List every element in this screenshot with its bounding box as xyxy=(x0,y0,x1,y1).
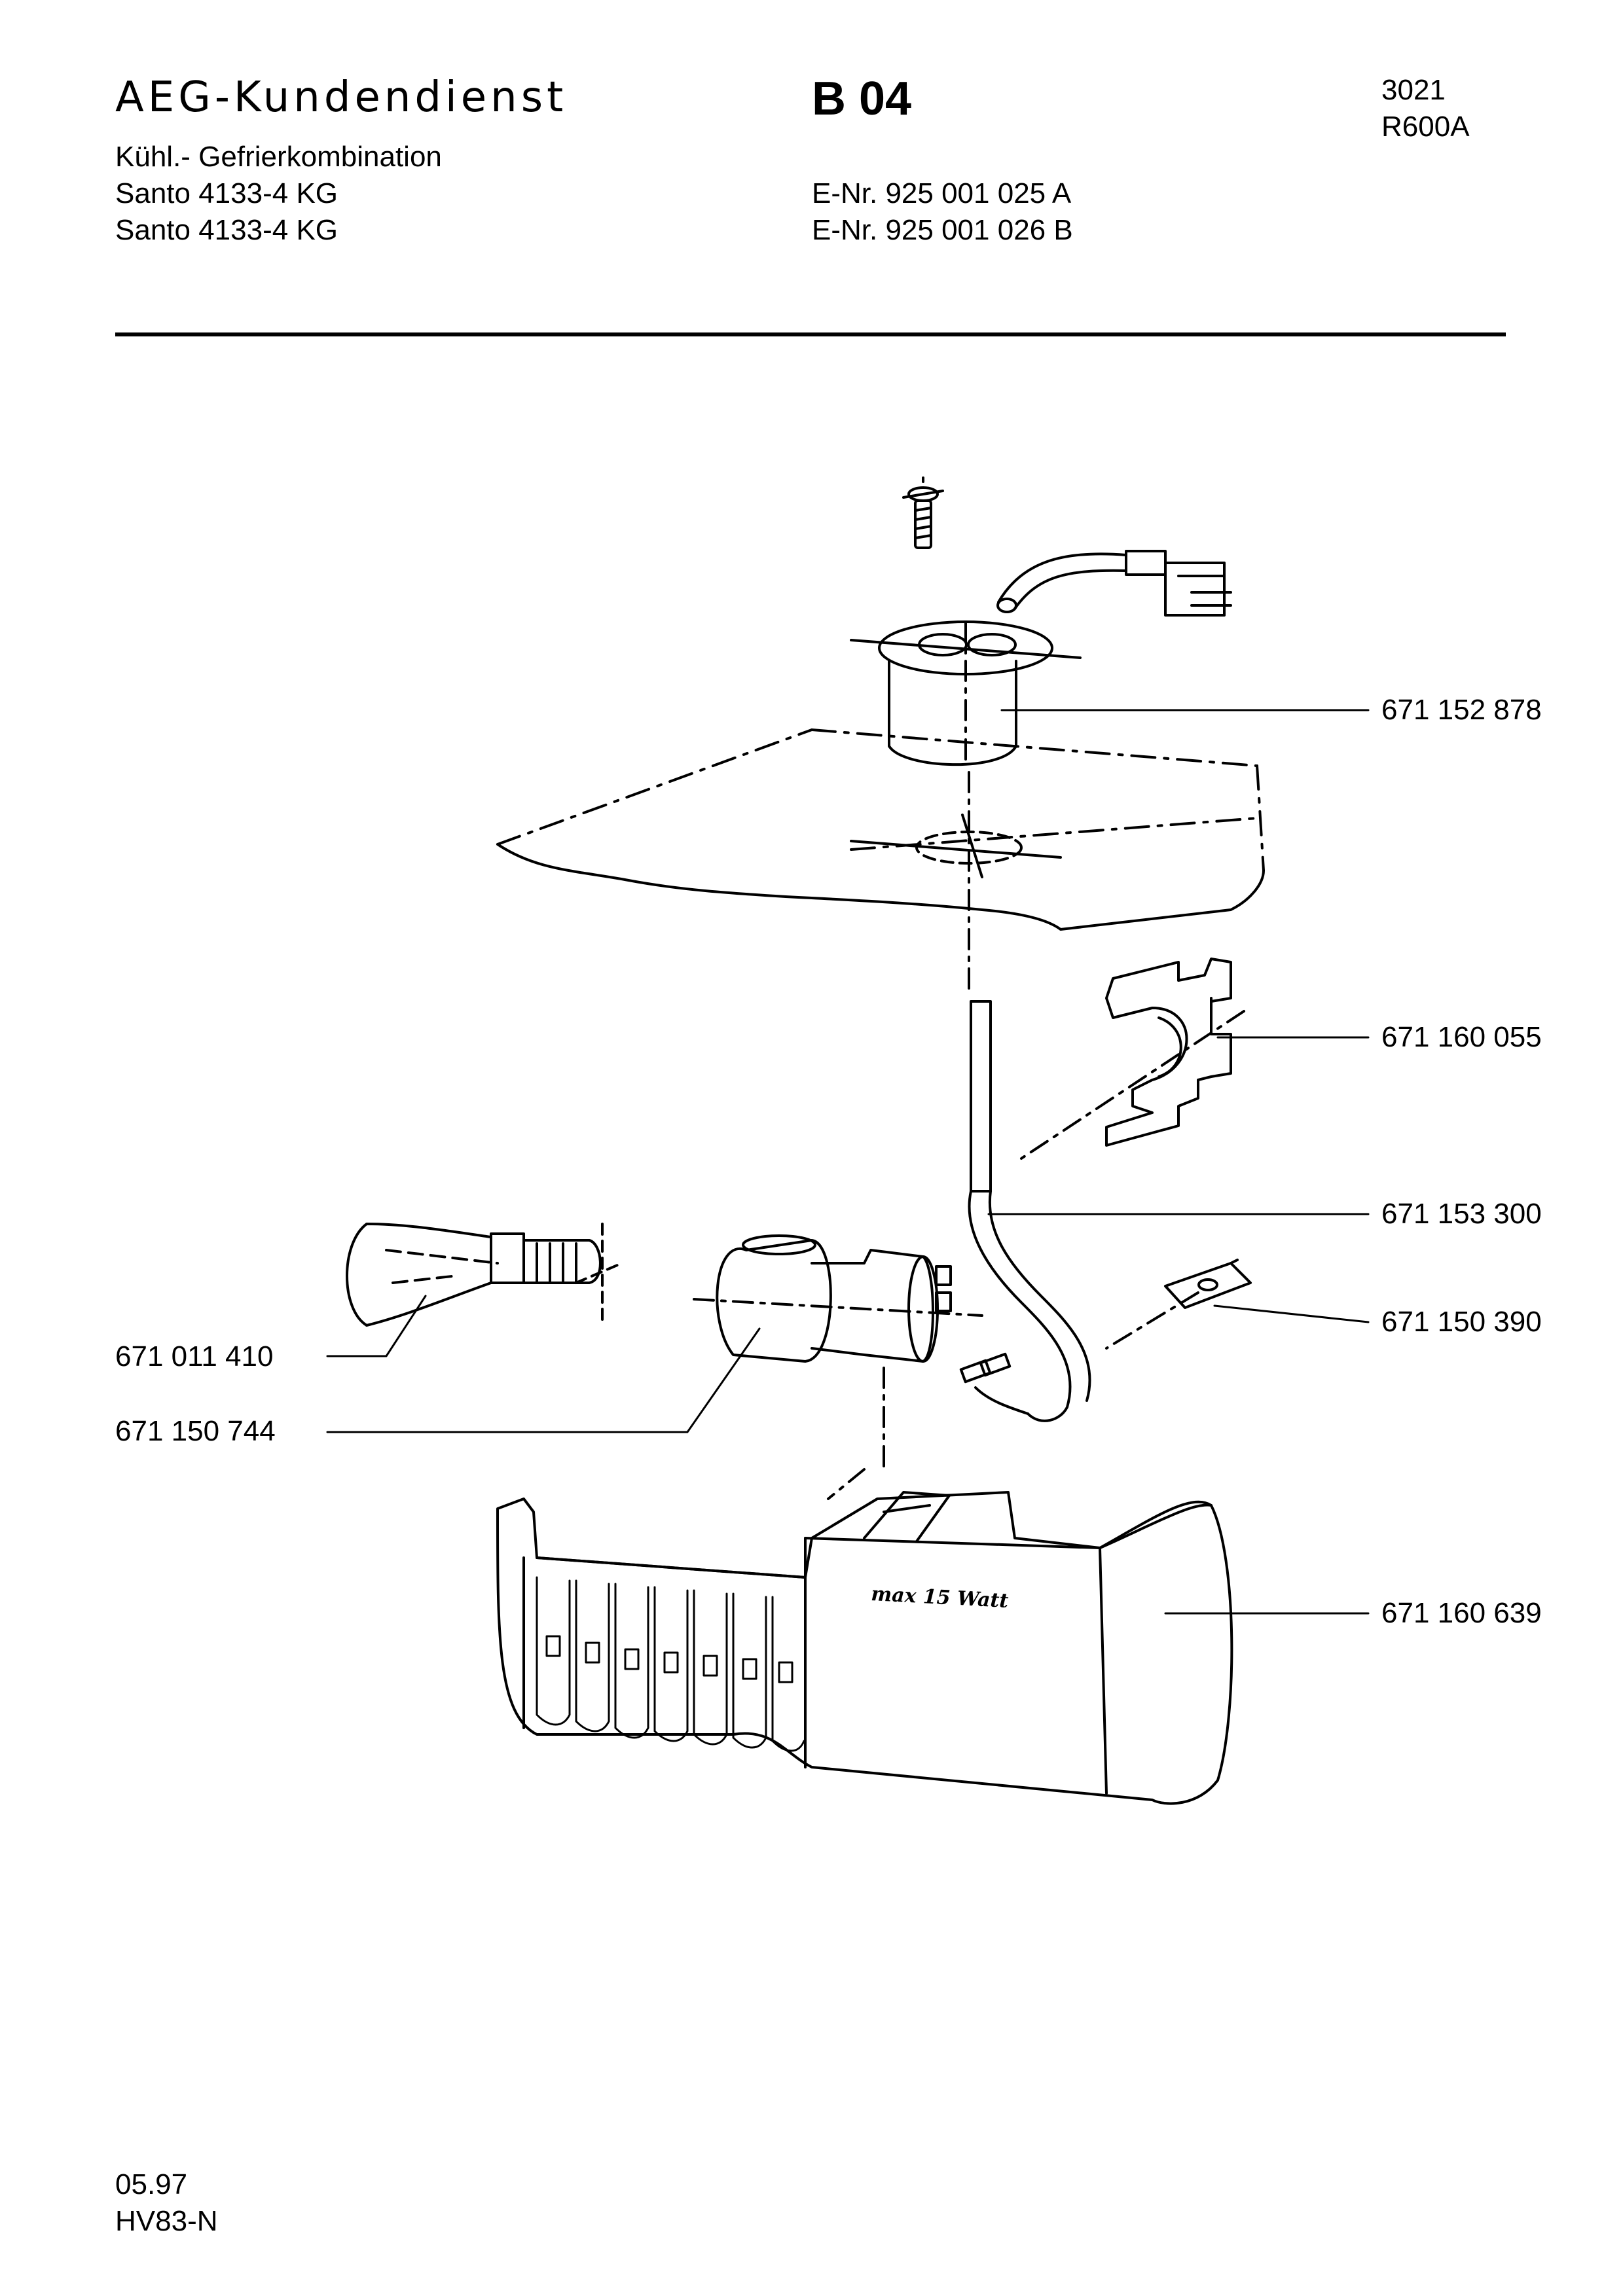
leader-line xyxy=(326,1295,427,1357)
cable xyxy=(959,1000,1091,1422)
lamp-holder xyxy=(693,1234,983,1500)
cabinet-ceiling-outline xyxy=(496,728,1265,872)
footer-doc-code: HV83-N xyxy=(115,2205,218,2237)
part-number-label: 671 152 878 xyxy=(1381,694,1542,726)
model-name: Santo 4133-4 KG xyxy=(115,214,338,246)
bracket-axis xyxy=(1020,1010,1245,1160)
lamp-cover xyxy=(496,1491,1233,1805)
model-enr: E-Nr. 925 001 026 B xyxy=(812,214,1073,246)
appliance-category: Kühl.- Gefrierkombination xyxy=(115,141,442,173)
socket-cable-connector xyxy=(996,550,1232,617)
part-number-label: 671 150 390 xyxy=(1381,1306,1542,1338)
clip-axis xyxy=(1105,1291,1199,1350)
part-number-label: 671 150 744 xyxy=(115,1415,276,1447)
part-number-label: 671 153 300 xyxy=(1381,1198,1542,1230)
bulb xyxy=(346,1223,623,1327)
model-name: Santo 4133-4 KG xyxy=(115,177,338,209)
leader-line xyxy=(1213,1304,1370,1323)
footer-date: 05.97 xyxy=(115,2168,188,2200)
ref-number: 3021 xyxy=(1381,74,1446,106)
leader-line xyxy=(326,1327,761,1433)
mounting-bracket xyxy=(1105,958,1232,1147)
part-number-label: 671 160 055 xyxy=(1381,1021,1542,1053)
section-code: B 04 xyxy=(812,73,912,125)
part-number-label: 671 160 639 xyxy=(1381,1597,1542,1629)
cover-wattage-stamp: max 15 Watt xyxy=(871,1583,1010,1613)
socket-housing xyxy=(850,620,1082,767)
ceiling-hole xyxy=(850,814,1062,878)
header-divider xyxy=(115,332,1506,336)
screw xyxy=(902,476,944,549)
model-enr: E-Nr. 925 001 025 A xyxy=(812,177,1072,209)
leader-lines xyxy=(326,709,1370,1615)
brand-title: AEG-Kundendienst xyxy=(115,73,568,122)
refrigerant: R600A xyxy=(1381,111,1470,143)
clip xyxy=(1164,1259,1252,1309)
cabinet-ceiling-edge xyxy=(496,843,1265,931)
cover-grille xyxy=(536,1576,805,1752)
part-number-label: 671 011 410 xyxy=(115,1340,274,1372)
